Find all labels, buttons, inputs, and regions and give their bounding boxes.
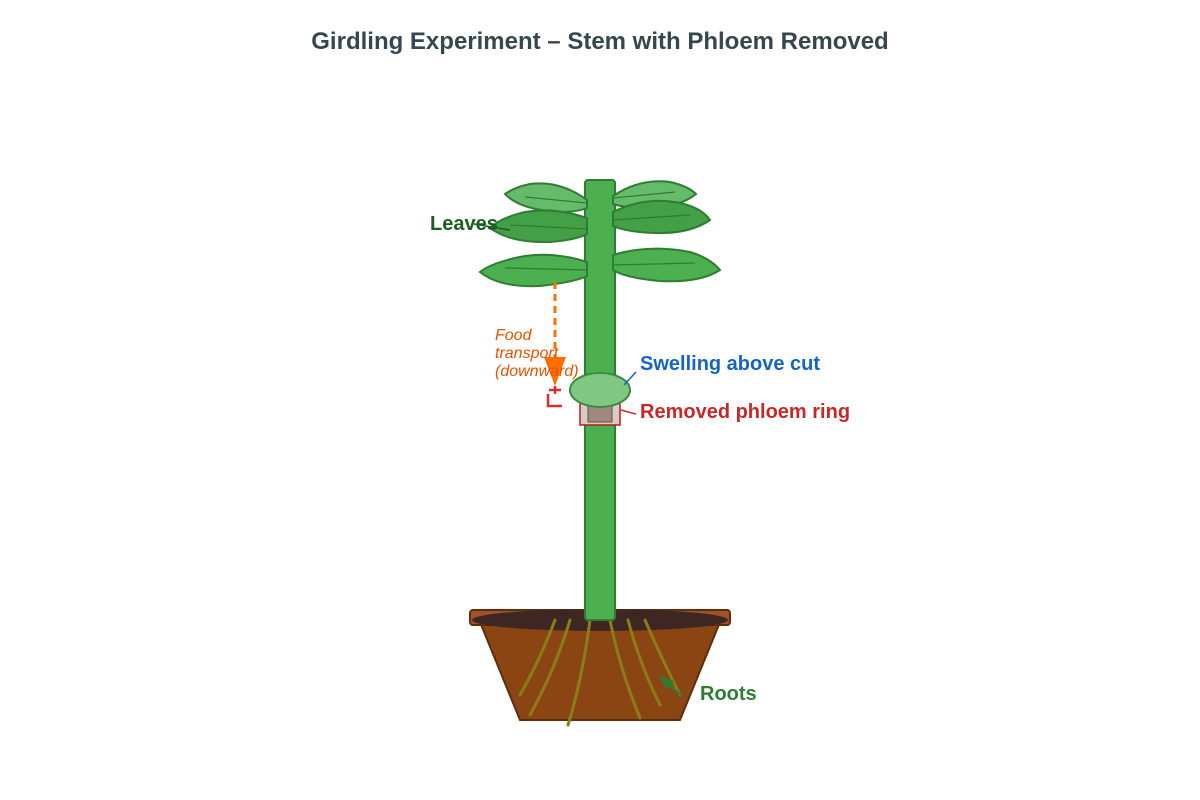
leaves xyxy=(478,180,722,288)
leaves-leader xyxy=(473,223,511,231)
food-transport-label-line3: (downward) xyxy=(495,363,579,380)
leaf-low-right xyxy=(612,247,722,283)
leaf-top-left xyxy=(503,182,588,214)
roots xyxy=(518,618,682,727)
swelling-label: Swelling above cut xyxy=(640,353,820,375)
swelling-leader xyxy=(623,371,637,386)
root-6 xyxy=(643,618,682,697)
root-1 xyxy=(518,618,557,697)
root-2 xyxy=(528,618,572,717)
block-symbol xyxy=(546,386,562,408)
page-title: Girdling Experiment – Stem with Phloem R… xyxy=(311,28,889,55)
swelling xyxy=(569,372,631,408)
pot xyxy=(469,609,731,721)
removed-ring-label: Removed phloem ring xyxy=(640,401,850,423)
root-3 xyxy=(566,618,592,727)
leaf-low-left xyxy=(478,253,588,288)
roots-label: Roots xyxy=(700,683,757,705)
food-transport-arrowhead xyxy=(544,357,566,386)
leaves-label: Leaves xyxy=(430,213,498,235)
removed-ring-leader xyxy=(620,409,637,415)
roots-pointer-head xyxy=(659,676,674,690)
root-5 xyxy=(626,618,662,707)
root-4 xyxy=(608,618,642,720)
food-transport-label-line2: transport xyxy=(495,345,559,362)
food-transport-label-line1: Food xyxy=(495,327,533,344)
pot-body xyxy=(478,621,722,721)
